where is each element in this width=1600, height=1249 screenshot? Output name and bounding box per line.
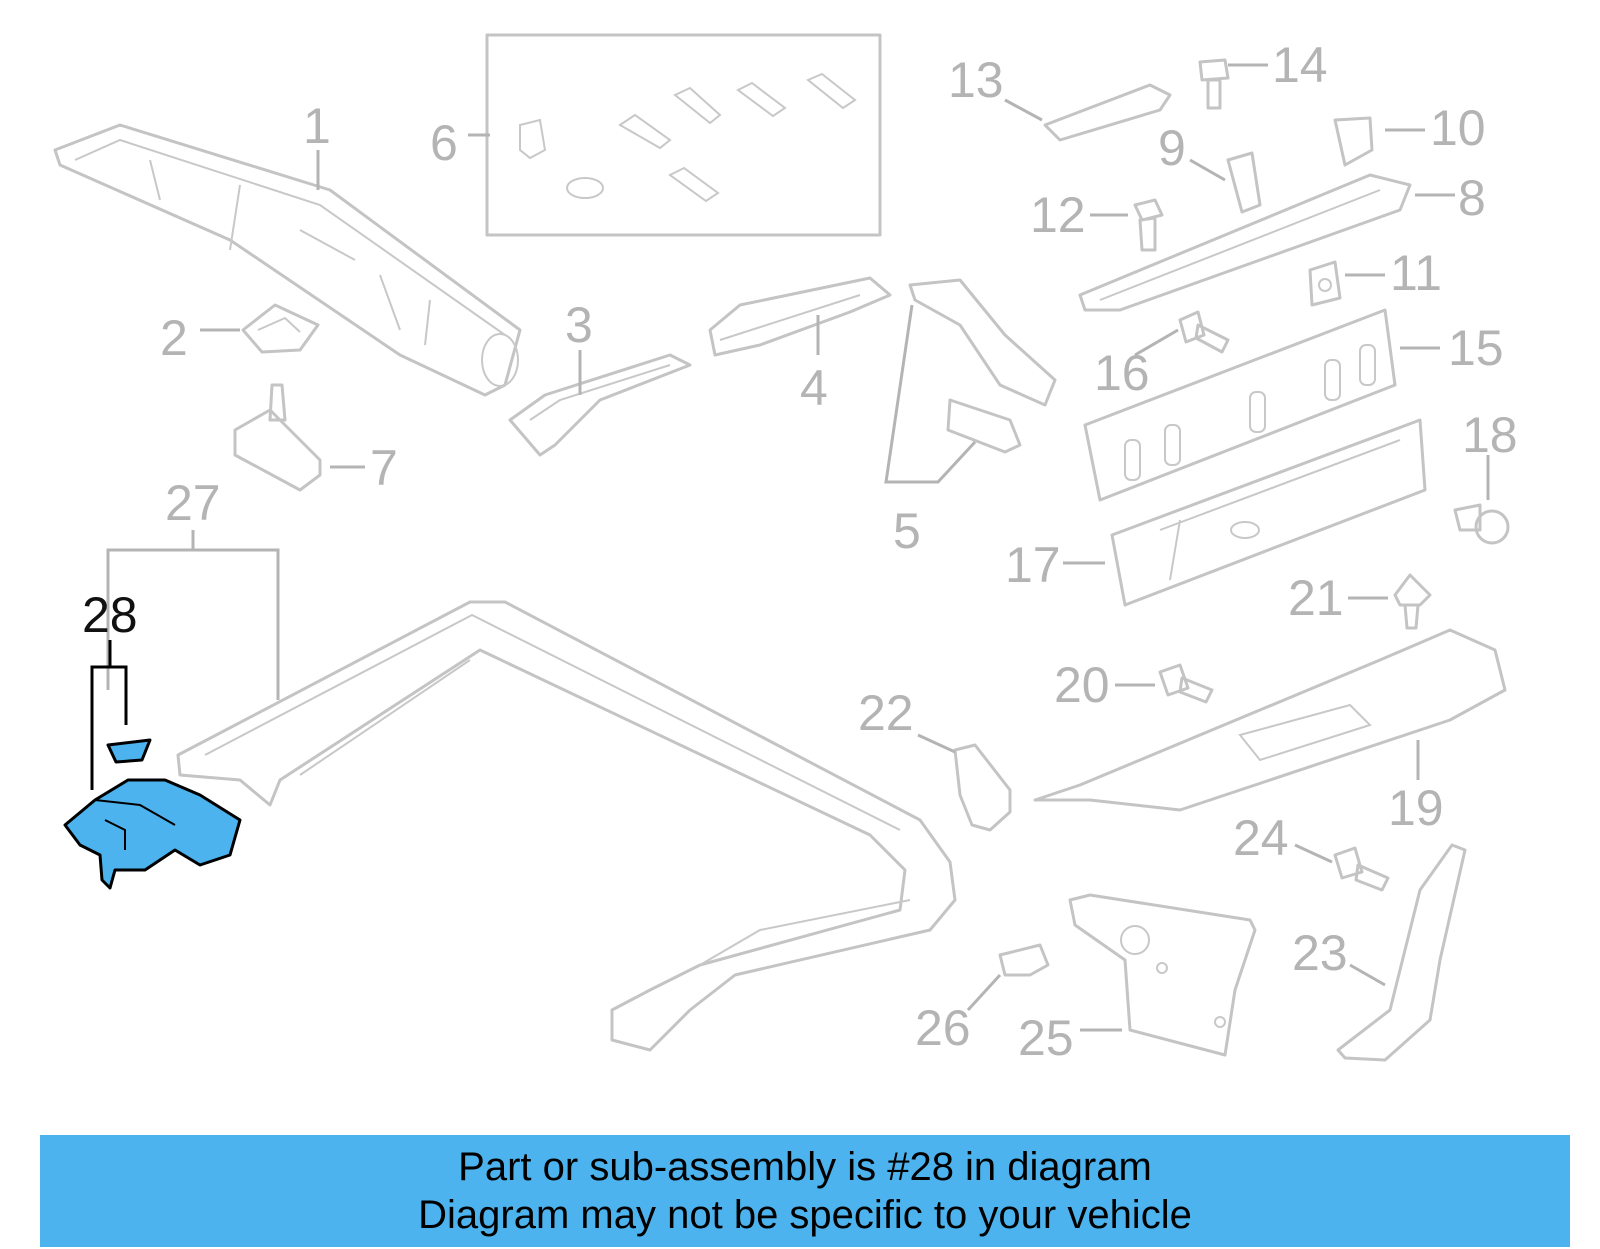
part-14-bolt bbox=[1198, 58, 1230, 110]
leader-24 bbox=[1294, 843, 1333, 864]
callout-26: 26 bbox=[915, 1000, 971, 1056]
part-4-trim-bar bbox=[708, 276, 892, 357]
callout-7: 7 bbox=[370, 440, 398, 496]
part-17-panel bbox=[1110, 418, 1427, 607]
callout-24: 24 bbox=[1233, 810, 1289, 866]
part-10-clip bbox=[1333, 116, 1374, 167]
callout-25: 25 bbox=[1018, 1010, 1074, 1066]
callout-16: 16 bbox=[1094, 345, 1150, 401]
callout-22: 22 bbox=[858, 685, 914, 741]
callout-15: 15 bbox=[1448, 320, 1504, 376]
callout-23: 23 bbox=[1292, 925, 1348, 981]
callout-11: 11 bbox=[1390, 245, 1442, 301]
part-21-clip bbox=[1393, 573, 1432, 630]
callout-12: 12 bbox=[1030, 187, 1086, 243]
leader-16 bbox=[1134, 328, 1179, 357]
part-24-bolt bbox=[1333, 846, 1390, 892]
info-banner: Part or sub-assembly is #28 in diagram D… bbox=[40, 1135, 1570, 1247]
part-22-bracket bbox=[953, 743, 1012, 832]
part-3-trim bbox=[508, 353, 692, 457]
callout-1: 1 bbox=[303, 98, 331, 154]
part-26-clip bbox=[998, 943, 1050, 977]
part-1-top-rail bbox=[53, 123, 522, 397]
callout-19: 19 bbox=[1388, 780, 1444, 836]
part-8-rail bbox=[1078, 173, 1412, 312]
callout-10: 10 bbox=[1430, 100, 1486, 156]
callout-27: 27 bbox=[165, 475, 221, 531]
callout-17: 17 bbox=[1005, 537, 1061, 593]
part-18-bolt bbox=[1453, 503, 1510, 545]
leader-23 bbox=[1349, 963, 1386, 987]
leader-22 bbox=[917, 733, 956, 754]
banner-line-1: Part or sub-assembly is #28 in diagram bbox=[458, 1145, 1152, 1189]
callout-6: 6 bbox=[430, 115, 458, 171]
part-28-trim-highlighted bbox=[63, 738, 242, 890]
part-15-panel bbox=[1083, 308, 1397, 502]
leader-5 bbox=[884, 304, 977, 484]
part-19-rail bbox=[1033, 628, 1507, 812]
part-7-stud-block bbox=[233, 383, 322, 492]
part-12-bolt bbox=[1133, 198, 1164, 252]
part-16-bolt bbox=[1178, 310, 1230, 354]
callout-2: 2 bbox=[160, 310, 188, 366]
part-23-trim bbox=[1336, 843, 1467, 1062]
banner-line-2: Diagram may not be specific to your vehi… bbox=[418, 1193, 1192, 1237]
part-9-clip bbox=[1226, 151, 1262, 214]
callout-8: 8 bbox=[1458, 170, 1486, 226]
part-2-clip bbox=[241, 303, 320, 354]
callout-21: 21 bbox=[1288, 570, 1344, 626]
callout-18: 18 bbox=[1462, 407, 1518, 463]
callout-3: 3 bbox=[565, 297, 593, 353]
callout-4: 4 bbox=[800, 360, 828, 416]
callout-20: 20 bbox=[1054, 657, 1110, 713]
leader-9 bbox=[1189, 158, 1226, 182]
callout-9: 9 bbox=[1158, 120, 1186, 176]
part-25-bracket bbox=[1068, 893, 1257, 1057]
callout-5: 5 bbox=[893, 503, 921, 559]
part-11-nut bbox=[1308, 260, 1342, 307]
callout-14: 14 bbox=[1272, 37, 1328, 93]
part-5-bracket bbox=[908, 278, 1057, 454]
callout-13: 13 bbox=[948, 52, 1004, 108]
leader-26 bbox=[966, 973, 1002, 1012]
part-13-pad bbox=[1043, 83, 1172, 142]
leader-13 bbox=[1004, 98, 1043, 122]
part-20-bolt bbox=[1158, 663, 1214, 704]
callout-28: 28 bbox=[82, 587, 138, 643]
part-27-soft-top bbox=[176, 600, 957, 1052]
part-6-hardware-kit bbox=[485, 33, 882, 237]
